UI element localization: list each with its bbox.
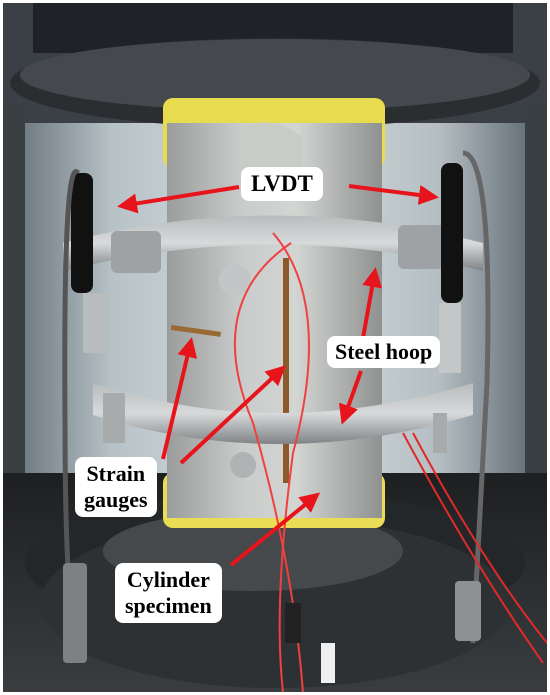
steel-hoop-label: Steel hoop bbox=[327, 336, 441, 368]
arrow-lvdt-left bbox=[117, 185, 240, 214]
strain-gauges-label-line2: gauges bbox=[84, 487, 148, 512]
arrow-strain-right bbox=[179, 365, 286, 465]
arrow-lvdt-right bbox=[348, 184, 439, 205]
arrow-hoop-upper bbox=[361, 267, 383, 339]
arrow-cylinder bbox=[229, 492, 321, 567]
lvdt-label-text: LVDT bbox=[251, 171, 313, 196]
strain-gauges-label: Strain gauges bbox=[75, 457, 157, 517]
test-setup-photo: LVDT Steel hoop Strain gauges Cylinder s… bbox=[3, 3, 547, 692]
photo-scene bbox=[3, 3, 547, 692]
arrow-strain-left bbox=[161, 337, 198, 460]
arrow-hoop-lower bbox=[339, 370, 363, 425]
steel-hoop-label-text: Steel hoop bbox=[335, 339, 433, 364]
cylinder-specimen-label-line1: Cylinder bbox=[126, 567, 210, 592]
strain-gauges-label-line1: Strain bbox=[86, 461, 146, 486]
cylinder-specimen-label: Cylinder specimen bbox=[115, 563, 222, 623]
cylinder-specimen-label-line2: specimen bbox=[125, 593, 212, 618]
lvdt-label: LVDT bbox=[241, 167, 323, 201]
